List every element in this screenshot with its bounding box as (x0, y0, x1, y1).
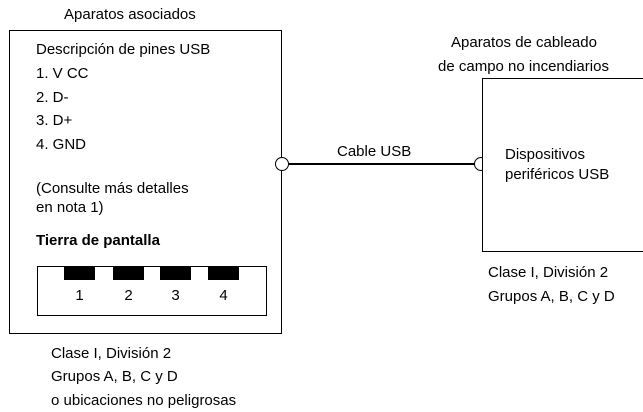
field-wiring-header-line-2: de campo no incendiarios (438, 58, 609, 75)
pin-2-label: 2. D- (36, 89, 69, 106)
connector-number-3: 3 (171, 287, 180, 304)
usb-peripheral-box (482, 78, 643, 252)
usb-pin-1-contact (64, 266, 95, 280)
left-class-line-2: Grupos A, B, C y D (51, 368, 178, 385)
pin-3-label: 3. D+ (36, 112, 73, 129)
left-class-line-1: Clase I, División 2 (51, 345, 172, 362)
note-line-2: en nota 1) (36, 199, 104, 216)
note-line-1: (Consulte más detalles (36, 180, 189, 197)
connector-number-2: 2 (124, 287, 133, 304)
usb-pin-4-contact (208, 266, 239, 280)
peripheral-name-line-2: periféricos USB (505, 166, 610, 183)
left-class-line-3: o ubicaciones no peligrosas (51, 392, 237, 409)
usb-pin-2-contact (113, 266, 144, 280)
connector-number-1: 1 (75, 287, 84, 304)
associated-apparatus-header: Aparatos asociados (64, 6, 196, 23)
shield-ground-label: Tierra de pantalla (36, 232, 160, 249)
pin-1-label: 1. V CC (36, 65, 89, 82)
usb-pin-description-title: Descripción de pines USB (36, 41, 211, 58)
pin-4-label: 4. GND (36, 136, 87, 153)
field-wiring-header-line-1: Aparatos de cableado (451, 34, 597, 51)
usb-cable-label: Cable USB (337, 143, 412, 160)
left-cable-terminal (275, 157, 289, 171)
peripheral-name-line-1: Dispositivos (505, 146, 586, 163)
usb-pin-3-contact (160, 266, 191, 280)
connector-number-4: 4 (219, 287, 228, 304)
right-class-line-2: Grupos A, B, C y D (488, 288, 615, 305)
right-class-line-1: Clase I, División 2 (488, 264, 609, 281)
usb-cable-line (289, 163, 475, 165)
